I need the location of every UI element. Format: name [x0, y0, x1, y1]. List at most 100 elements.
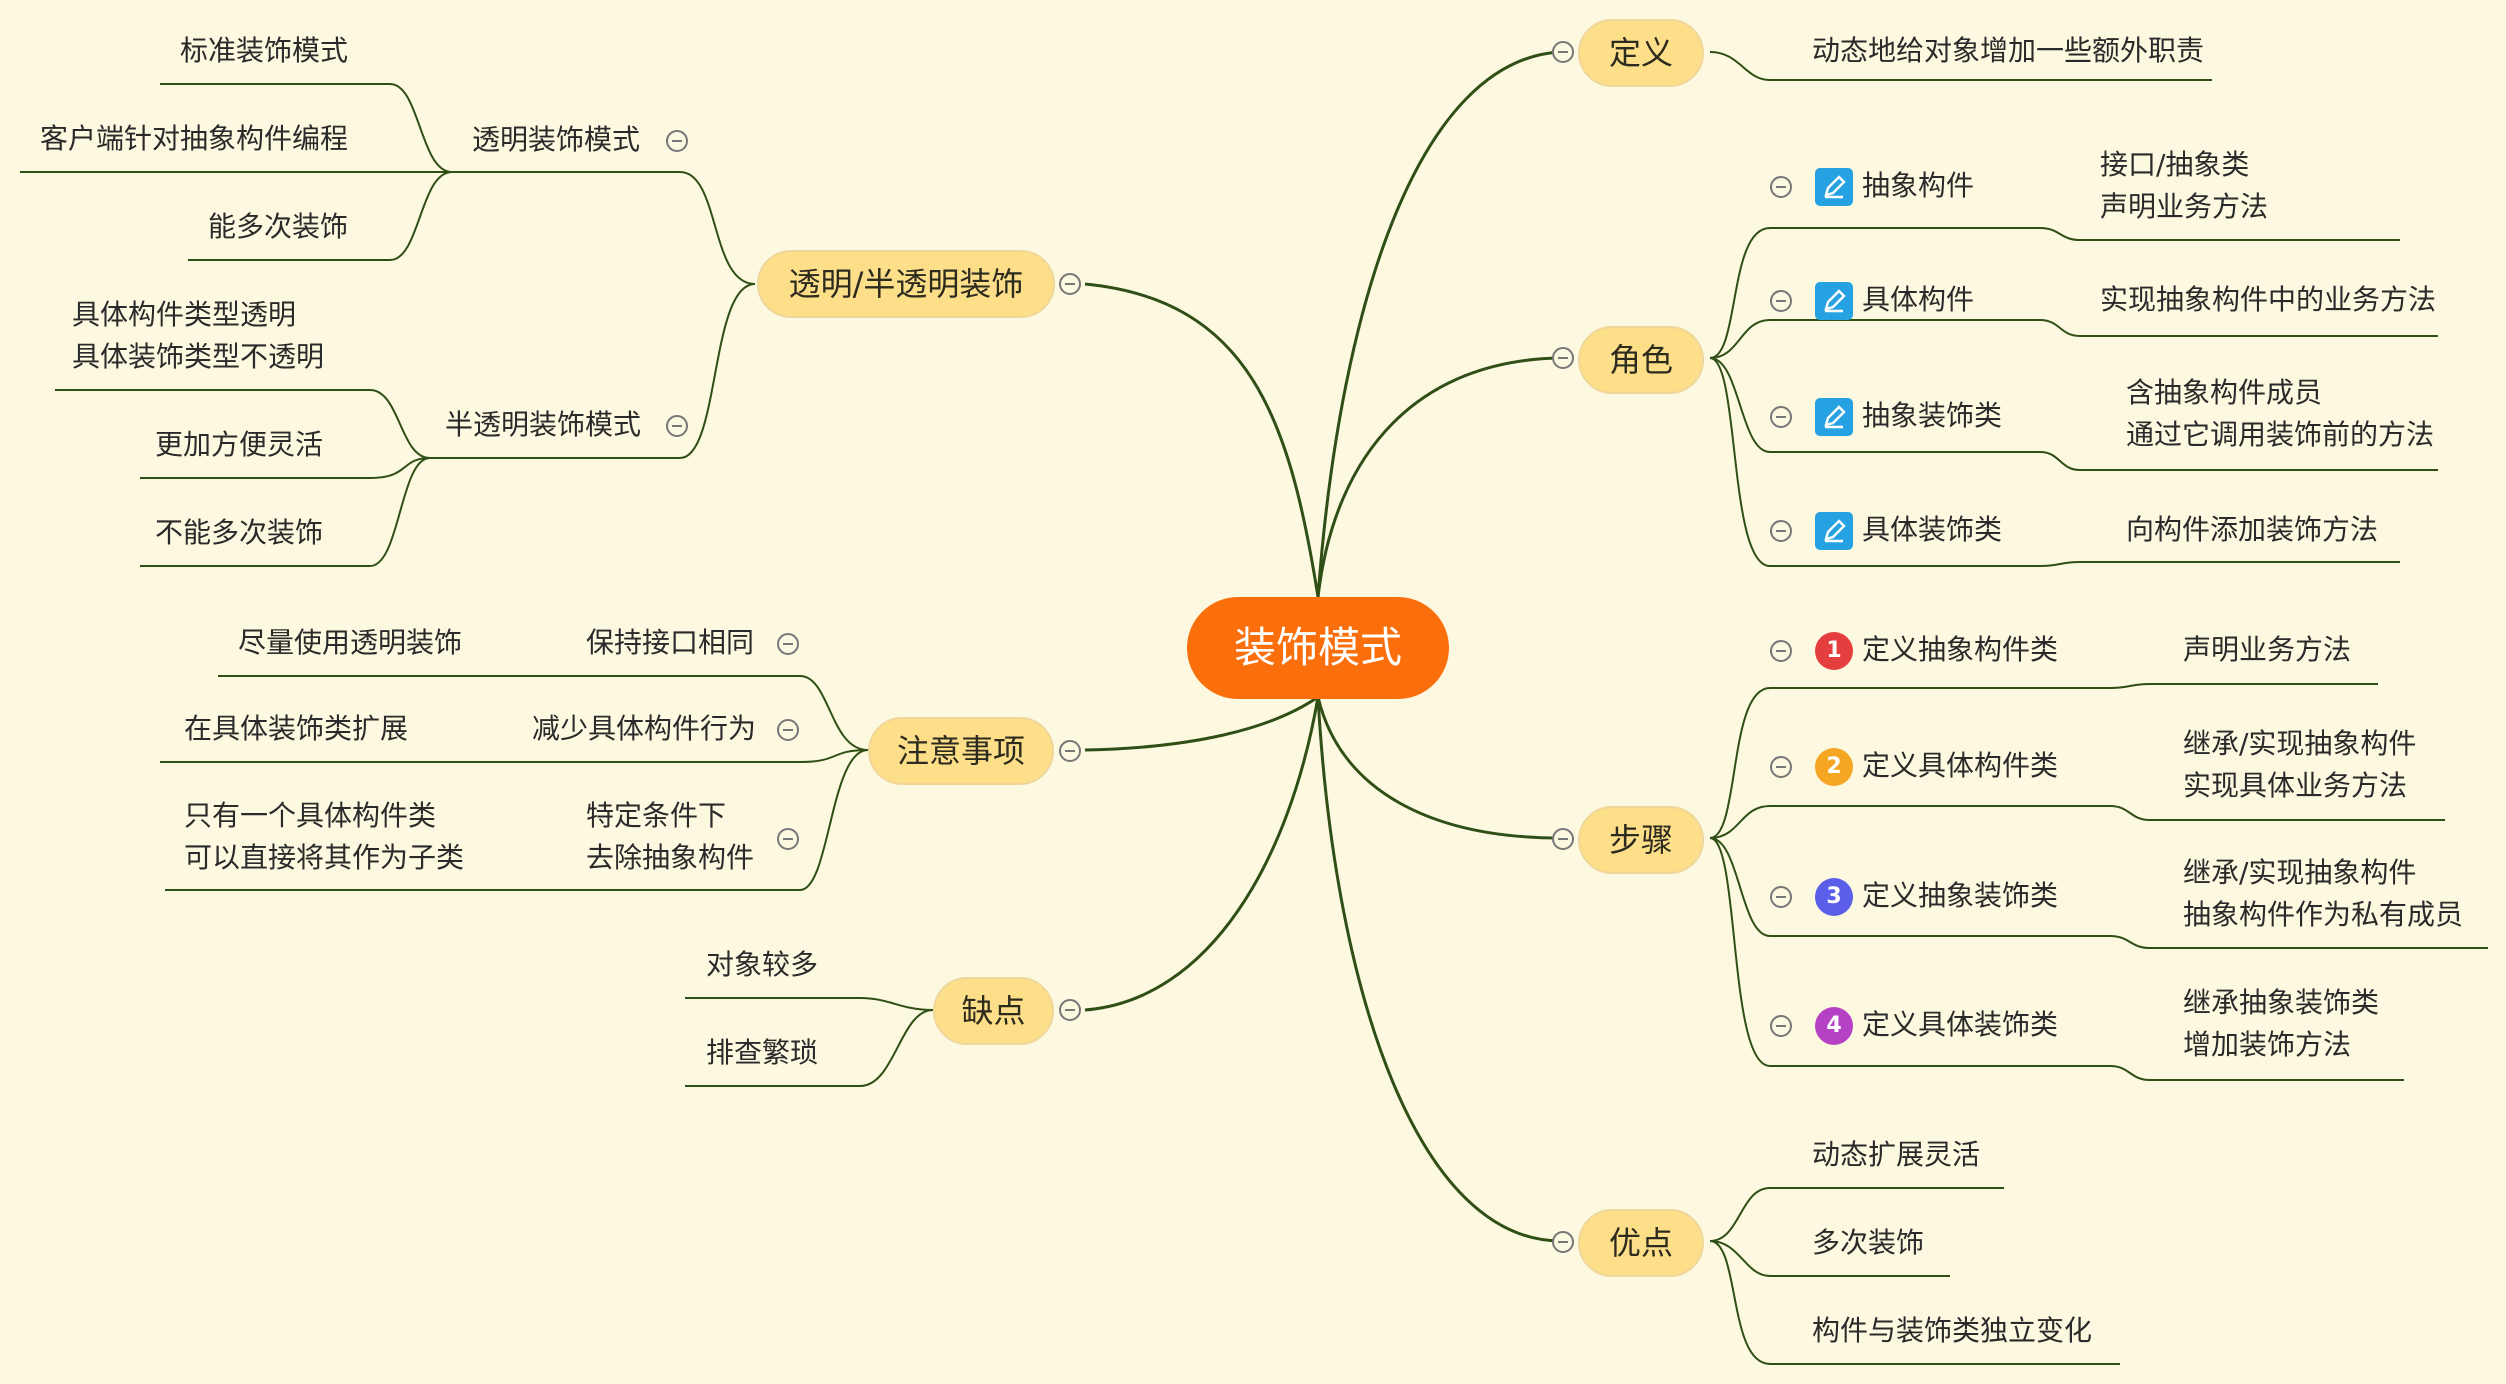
step-name: 定义抽象装饰类 [1862, 879, 2059, 912]
collapse-icon[interactable] [1770, 756, 1792, 778]
note-name: 特定条件下去除抽象构件 [586, 799, 755, 874]
collapse-icon[interactable] [777, 719, 799, 741]
edge-note-3 [165, 749, 869, 891]
edit-icon [1815, 282, 1853, 320]
transparent-item: 能多次装饰 [208, 210, 349, 243]
step-detail: 继承抽象装饰类增加装饰方法 [2183, 986, 2380, 1061]
collapse-icon[interactable] [1770, 640, 1792, 662]
collapse-icon[interactable] [1552, 828, 1574, 850]
role-detail: 接口/抽象类声明业务方法 [2100, 148, 2269, 223]
semi-label: 半透明装饰模式 [445, 408, 642, 441]
edge-step-2 [1709, 805, 2445, 839]
role-detail: 实现抽象构件中的业务方法 [2100, 283, 2437, 316]
edge-role-4 [1709, 357, 2400, 567]
edge-role-3 [1709, 357, 2438, 471]
edge-root-disadvantages [1084, 696, 1320, 1012]
edge-step-3 [1709, 837, 2488, 949]
collapse-icon[interactable] [1770, 176, 1792, 198]
edge-root-advantages [1316, 696, 1561, 1243]
role-name: 抽象构件 [1862, 169, 1975, 202]
semi-item: 不能多次装饰 [155, 516, 324, 549]
branch-notes[interactable]: 注意事项 [868, 717, 1054, 785]
edge-step-4 [1709, 837, 2404, 1081]
note-name: 减少具体构件行为 [532, 712, 757, 745]
branch-transparency[interactable]: 透明/半透明装饰 [757, 250, 1055, 318]
collapse-icon[interactable] [1770, 1015, 1792, 1037]
edge-transparent [452, 171, 756, 285]
role-name: 具体构件 [1862, 283, 1975, 316]
collapse-icon[interactable] [666, 415, 688, 437]
branch-steps[interactable]: 步骤 [1578, 806, 1704, 874]
note-detail: 在具体装饰类扩展 [184, 712, 409, 745]
collapse-icon[interactable] [1770, 520, 1792, 542]
edge-dis-1 [685, 997, 934, 1011]
branch-disadvantages[interactable]: 缺点 [933, 977, 1054, 1045]
collapse-icon[interactable] [1552, 347, 1574, 369]
step-name: 定义抽象构件类 [1862, 633, 2059, 666]
step-detail: 继承/实现抽象构件实现具体业务方法 [2183, 727, 2417, 802]
edit-icon [1815, 168, 1853, 206]
branch-advantages[interactable]: 优点 [1578, 1209, 1704, 1277]
branch-roles[interactable]: 角色 [1578, 326, 1704, 394]
collapse-icon[interactable] [1059, 999, 1081, 1021]
number-1-icon: 1 [1815, 632, 1853, 670]
edge-root-roles [1316, 356, 1561, 598]
collapse-icon[interactable] [1552, 1231, 1574, 1253]
collapse-icon[interactable] [1770, 290, 1792, 312]
transparent-label: 透明装饰模式 [472, 123, 641, 156]
edge-transparent-1 [160, 83, 453, 173]
advantage-item: 多次装饰 [1812, 1226, 1925, 1259]
edge-semi-2 [140, 457, 431, 479]
collapse-icon[interactable] [777, 633, 799, 655]
collapse-icon[interactable] [1059, 740, 1081, 762]
edge-role-2 [1709, 319, 2438, 359]
edit-icon [1815, 398, 1853, 436]
disadvantage-item: 对象较多 [706, 948, 819, 981]
step-detail: 继承/实现抽象构件抽象构件作为私有成员 [2183, 856, 2464, 931]
edge-root-steps [1316, 696, 1561, 840]
note-detail: 尽量使用透明装饰 [238, 626, 463, 659]
transparent-item: 标准装饰模式 [180, 34, 349, 67]
role-detail: 含抽象构件成员通过它调用装饰前的方法 [2126, 376, 2435, 451]
disadvantage-item: 排查繁琐 [706, 1036, 819, 1069]
definition-text: 动态地给对象增加一些额外职责 [1812, 34, 2205, 67]
collapse-icon[interactable] [1770, 406, 1792, 428]
edge-root-notes [1084, 695, 1319, 752]
edge-semi [430, 283, 756, 459]
collapse-icon[interactable] [1059, 273, 1081, 295]
collapse-icon[interactable] [1552, 41, 1574, 63]
edge-note-2 [160, 749, 869, 763]
note-name: 保持接口相同 [586, 626, 755, 659]
edge-step-1 [1709, 683, 2378, 839]
branch-definition[interactable]: 定义 [1578, 19, 1704, 87]
edge-definition-text [1709, 51, 2212, 81]
step-detail: 声明业务方法 [2183, 633, 2352, 666]
role-detail: 向构件添加装饰方法 [2126, 513, 2379, 546]
number-4-icon: 4 [1815, 1007, 1853, 1045]
edge-dis-2 [685, 1009, 934, 1087]
root-node[interactable]: 装饰模式 [1187, 597, 1449, 699]
advantage-item: 构件与装饰类独立变化 [1812, 1314, 2093, 1347]
edge-adv-2 [1709, 1240, 1950, 1277]
edge-root-transparency [1084, 282, 1320, 598]
edge-root-definition [1316, 50, 1561, 598]
edge-transparent-3 [188, 171, 453, 261]
edge-role-1 [1709, 227, 2400, 359]
note-detail: 只有一个具体构件类可以直接将其作为子类 [184, 799, 465, 874]
number-3-icon: 3 [1815, 878, 1853, 916]
edit-icon [1815, 512, 1853, 550]
number-2-icon: 2 [1815, 748, 1853, 786]
role-name: 抽象装饰类 [1862, 399, 2003, 432]
role-name: 具体装饰类 [1862, 513, 2003, 546]
collapse-icon[interactable] [1770, 886, 1792, 908]
edge-adv-3 [1709, 1240, 2120, 1365]
collapse-icon[interactable] [666, 130, 688, 152]
step-name: 定义具体构件类 [1862, 749, 2059, 782]
transparent-item: 客户端针对抽象构件编程 [40, 122, 349, 155]
step-name: 定义具体装饰类 [1862, 1008, 2059, 1041]
edge-semi-3 [140, 457, 431, 567]
semi-item: 更加方便灵活 [155, 428, 324, 461]
collapse-icon[interactable] [777, 828, 799, 850]
